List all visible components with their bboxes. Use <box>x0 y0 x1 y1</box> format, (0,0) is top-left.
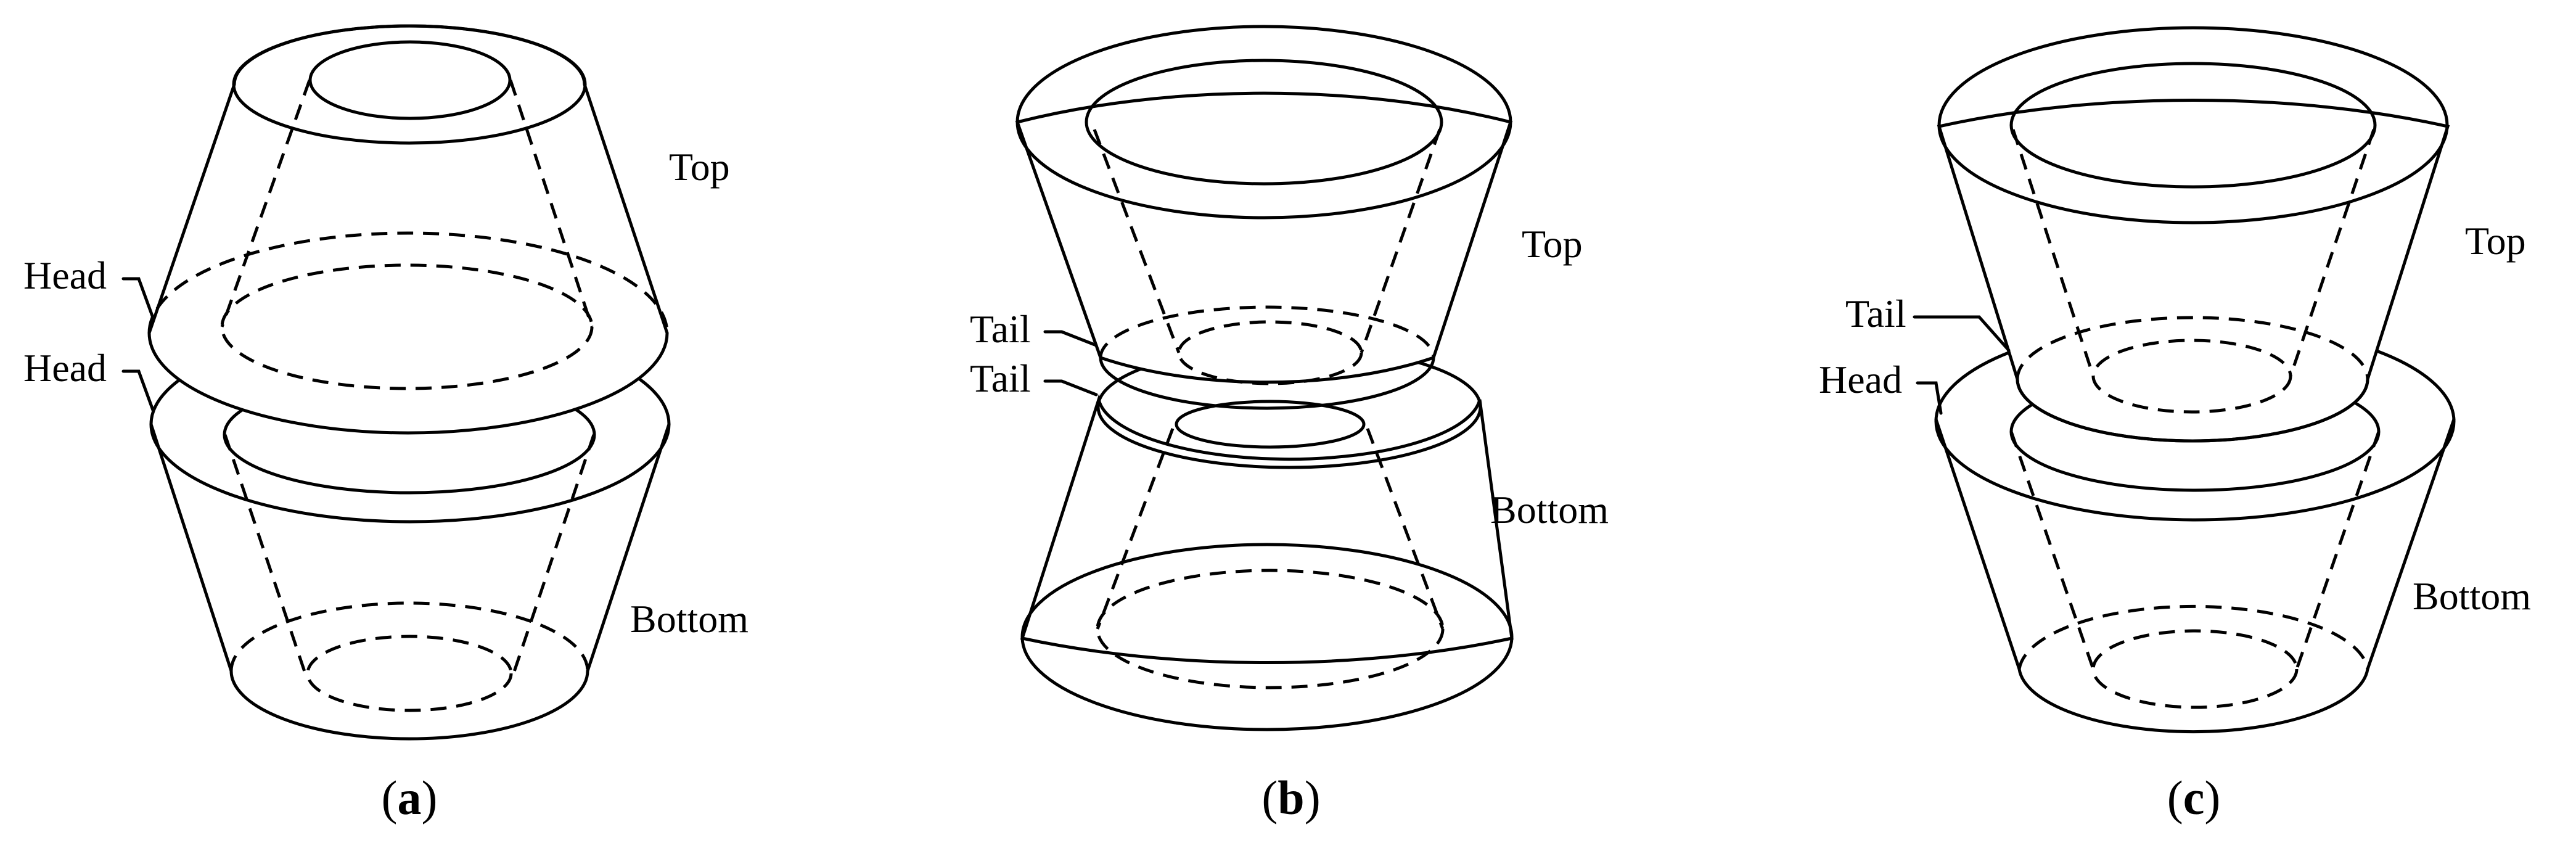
panel-c-bottom-outer-right-edge <box>2366 417 2456 671</box>
panel-c-top-tail-front <box>2016 377 2369 443</box>
panel-c-top-inner-left-edge <box>2011 129 2095 377</box>
panel-c-bottom-inner-left-edge <box>2009 431 2095 670</box>
panel-c-top-frustum <box>1937 26 2450 443</box>
panel-a-top-inner-right-edge <box>509 80 594 327</box>
panel-c-top-tail-back <box>2016 316 2369 380</box>
panel-a-lower-label-leader <box>121 369 155 412</box>
panel-a-bottom-base-back <box>229 601 589 672</box>
panel-b-bottom-body <box>1020 393 1514 665</box>
panel-b-bottom-base-outer <box>1020 543 1514 731</box>
panel-c-lower-label: Head <box>1819 358 1902 401</box>
panel-c: Top Bottom Tail Head (c) <box>1819 26 2531 824</box>
panel-b-upper-label: Tail <box>970 307 1031 351</box>
panel-a-bottom-label: Bottom <box>630 597 749 641</box>
panel-b-top-frustum <box>1015 25 1513 410</box>
panel-b-bottom-label: Bottom <box>1490 488 1609 532</box>
panel-c-caption: (c) <box>2167 771 2221 824</box>
panel-b-top-face-inner <box>1085 59 1443 186</box>
panel-a-top-head-back <box>147 231 669 334</box>
panel-a-bottom-base-inner <box>306 635 513 712</box>
panel-c-lower-label-leader <box>1916 381 1943 415</box>
panel-c-top-body <box>1937 99 2450 443</box>
panel-a-bottom-outer-left-edge <box>149 422 233 673</box>
panel-b-bottom-inner-right-edge <box>1366 428 1445 630</box>
panel-a-caption: (a) <box>382 771 438 824</box>
panel-b-top-tail-front <box>1099 356 1435 410</box>
panel-b-bottom-frustum <box>1020 345 1514 731</box>
panel-a-lower-label: Head <box>23 346 107 390</box>
panel-c-top-label: Top <box>2465 219 2526 263</box>
panel-b-lower-label: Tail <box>970 356 1031 400</box>
panel-b-top-inner-left-edge <box>1093 129 1181 353</box>
panel-a-top-inner-left-edge <box>220 80 311 327</box>
panel-b-top-inner-right-edge <box>1360 129 1442 353</box>
panel-b-bottom-inner-left-edge <box>1096 428 1175 630</box>
panel-c-bottom-frustum <box>1934 321 2456 734</box>
panel-b-lower-label-leader <box>1043 379 1098 397</box>
panel-a-top-face-outer <box>232 24 587 145</box>
panel-a-bottom-inner-right-edge <box>512 434 596 674</box>
panel-a: Top Bottom Head Head (a) <box>23 24 749 824</box>
panel-c-bottom-base-front <box>2017 667 2369 734</box>
panel-c-top-face-outer <box>1937 26 2449 224</box>
panel-b-top-tail-back <box>1099 305 1435 358</box>
panel-c-bottom-base-inner <box>2091 629 2299 709</box>
panel-c-upper-label-leader <box>1913 315 2011 352</box>
panel-a-top-body <box>147 24 669 435</box>
panel-a-upper-label-leader <box>121 277 155 319</box>
panel-c-top-face-inner <box>2009 62 2377 189</box>
panel-a-bottom-inner-left-edge <box>223 434 307 674</box>
panel-b-top-label: Top <box>1522 222 1583 266</box>
panel-c-bottom-label: Bottom <box>2413 574 2531 618</box>
panel-b-upper-label-leader <box>1043 330 1098 347</box>
panel-b: Top Bottom Tail Tail (b) <box>970 25 1609 824</box>
panel-a-bottom-base-front <box>229 669 589 741</box>
panel-a-top-frustum <box>147 24 669 435</box>
panel-a-top-label: Top <box>669 145 730 189</box>
panel-c-bottom-base-back <box>2017 604 2369 670</box>
panel-b-caption: (b) <box>1261 771 1320 824</box>
panel-b-top-face-outer <box>1015 25 1512 220</box>
panel-c-bottom-inner-right-edge <box>2295 431 2381 670</box>
panel-a-bottom-outer-right-edge <box>586 422 671 673</box>
panel-c-bottom-outer-left-edge <box>1934 417 2021 671</box>
panel-a-top-face-inner <box>308 40 512 120</box>
panel-a-upper-label: Head <box>23 253 107 297</box>
panel-c-upper-label: Tail <box>1845 292 1906 335</box>
panel-c-top-inner-right-edge <box>2289 129 2376 377</box>
panel-b-bottom-tail-inner <box>1175 400 1366 449</box>
